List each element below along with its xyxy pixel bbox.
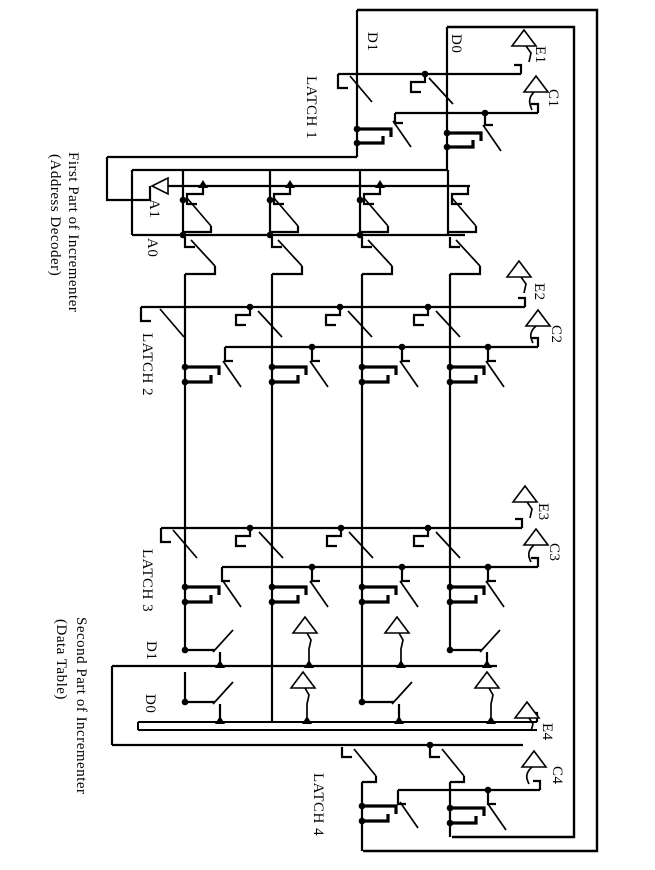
latch3-cell-bars [185, 585, 486, 604]
label-d0-top: D0 [448, 34, 464, 53]
latch1-transistor-blades [349, 75, 502, 152]
c1-arrow-tail [528, 91, 535, 111]
e1-arrow-tail [525, 45, 532, 63]
e3-bus-wires [159, 517, 524, 548]
c3-bus-wires [220, 556, 540, 583]
data-table-buffer-tails [304, 632, 494, 717]
c3-arrow-icon [522, 527, 550, 546]
label-c4: C4 [549, 766, 565, 785]
label-e4: E4 [539, 723, 555, 741]
latch2-transistor-blades [222, 360, 505, 388]
label-d1-mid: D1 [143, 641, 159, 660]
label-d0-mid: D0 [142, 694, 158, 713]
latch4-cell-bars [362, 804, 486, 825]
e2-transistor-blades [159, 308, 461, 338]
caption-second-line1: Second Part of Incrementer [73, 617, 89, 795]
c3-arrow-tail [527, 544, 535, 563]
caption-first-line1: First Part of Incrementer [65, 152, 81, 312]
label-a1: A1 [146, 199, 162, 218]
latch4-transistor-blades [399, 801, 507, 831]
data-table-blades [212, 629, 501, 777]
e2-arrow-icon [505, 259, 533, 278]
e4-arrow-icon [513, 700, 541, 719]
label-c2: C2 [548, 325, 564, 344]
label-d1-top: D1 [364, 32, 380, 51]
label-latch2: LATCH 2 [139, 333, 155, 396]
latch4-wires [396, 779, 542, 806]
caption-second-line2: (Data Table) [53, 619, 69, 700]
label-e3: E3 [535, 503, 551, 521]
c2-arrow-tail [529, 325, 537, 344]
data-table-buffer-arrow-icons [289, 615, 501, 689]
label-latch3: LATCH 3 [139, 549, 155, 612]
triangle-junctions [198, 180, 496, 724]
label-e1: E1 [532, 46, 548, 64]
c4-arrow-tail [525, 766, 533, 785]
e3-arrow-tail [526, 501, 533, 519]
labels: D1 D0 E1 C1 LATCH 1 First Part of Increm… [47, 32, 565, 836]
e3-arrow-icon [511, 484, 539, 503]
c2-bus-wires [223, 336, 540, 363]
data-table-wires [110, 648, 539, 784]
label-c1: C1 [545, 89, 561, 108]
e4-arrow-tail [528, 717, 534, 732]
d0-bus-rectangle [137, 721, 537, 731]
latch1-cell-bars [357, 127, 483, 149]
column-buses [183, 274, 452, 851]
label-a0: A0 [144, 238, 160, 257]
e2-bus-wires [139, 296, 527, 327]
latch2-cell-bars [185, 365, 486, 384]
c4-arrow-icon [520, 749, 548, 768]
decoder-transistor-blades [186, 197, 481, 267]
label-e2: E2 [531, 283, 547, 301]
c1-arrow-icon [522, 74, 550, 93]
label-latch4: LATCH 4 [310, 773, 326, 836]
e2-arrow-tail [520, 276, 527, 294]
label-latch1: LATCH 1 [303, 76, 319, 139]
border-wires [357, 8, 599, 853]
e1-arrow-icon [510, 28, 538, 47]
e3-transistor-blades [172, 529, 461, 559]
junction-dots [179, 70, 492, 827]
caption-first-line2: (Address Decoder) [47, 154, 63, 276]
label-c3: C3 [546, 543, 562, 562]
c2-arrow-icon [524, 308, 552, 327]
latch3-transistor-blades [222, 580, 505, 608]
a1-buffer-icon [150, 176, 169, 196]
